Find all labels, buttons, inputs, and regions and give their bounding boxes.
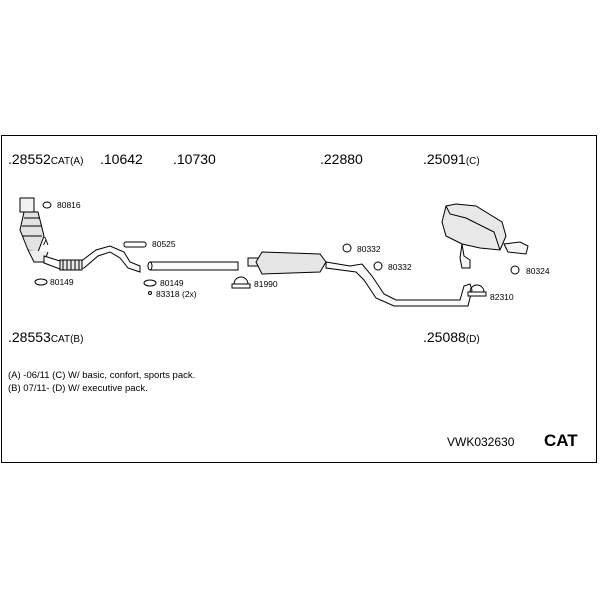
label-81990: 81990 — [254, 279, 278, 289]
front-pipe — [43, 245, 141, 273]
part-number: .25091 — [423, 151, 466, 167]
part-suffix: CAT(B) — [50, 334, 84, 345]
part-10730: .10730 — [173, 152, 216, 168]
label-80332-top: 80332 — [357, 244, 381, 254]
part-number: .10730 — [173, 151, 216, 167]
label-82310: 82310 — [490, 292, 514, 302]
rear-muffler — [441, 203, 529, 269]
part-10642: .10642 — [100, 152, 143, 168]
catalytic-converter — [19, 197, 49, 263]
label-80324: 80324 — [526, 266, 550, 276]
label-80149-left: 80149 — [50, 277, 74, 287]
part-number: .28553 — [8, 329, 51, 345]
label-80816: 80816 — [57, 200, 81, 210]
kit-code: VWK032630 — [447, 435, 515, 449]
small-hardware — [34, 201, 520, 297]
part-number: .22880 — [320, 151, 363, 167]
intermediate-pipe — [147, 261, 239, 271]
label-83318: 83318 (2x) — [156, 289, 197, 299]
note-b-d: (B) 07/11- (D) W/ executive pack. — [8, 383, 148, 394]
part-28552: .28552CAT(A) — [8, 152, 83, 168]
part-22880: .22880 — [320, 152, 363, 168]
center-muffler — [247, 251, 473, 307]
label-lambda: λ — [43, 236, 49, 248]
part-suffix: CAT(A) — [50, 156, 84, 167]
part-suffix: (C) — [465, 156, 480, 167]
part-25091: .25091(C) — [423, 152, 480, 168]
note-a-c: (A) -06/11 (C) W/ basic, confort, sports… — [8, 370, 196, 381]
part-28553: .28553CAT(B) — [8, 330, 83, 346]
part-number: .10642 — [100, 151, 143, 167]
label-80332-bottom: 80332 — [388, 262, 412, 272]
part-number: .25088 — [423, 329, 466, 345]
label-80149-mid: 80149 — [160, 278, 184, 288]
cat-label: CAT — [544, 431, 578, 450]
part-number: .28552 — [8, 151, 51, 167]
part-suffix: (D) — [465, 334, 480, 345]
diagram-frame — [1, 135, 597, 463]
part-25088: .25088(D) — [423, 330, 480, 346]
label-80525: 80525 — [152, 239, 176, 249]
